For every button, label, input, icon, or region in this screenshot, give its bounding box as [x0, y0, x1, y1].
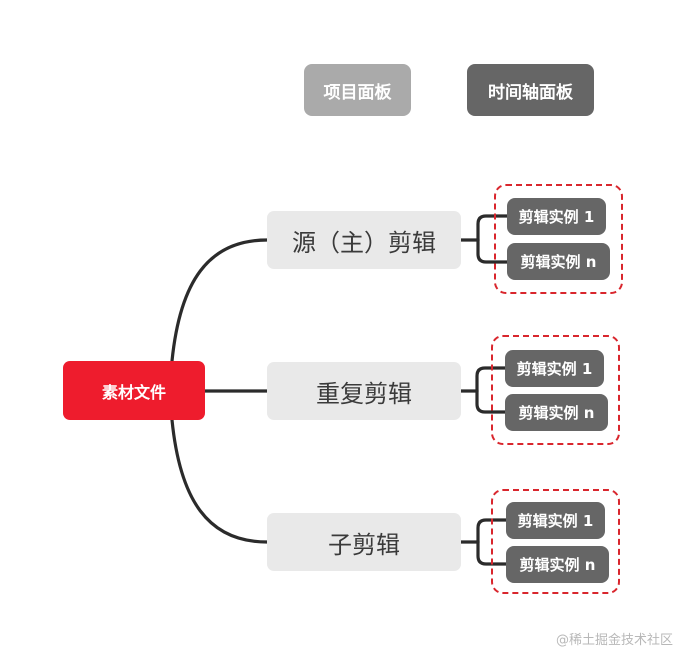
legend-timeline-panel: 时间轴面板: [467, 64, 594, 116]
root-node-source-file: 素材文件: [63, 361, 205, 420]
instance-group-subclip: [491, 489, 620, 594]
instance-group-duplicate: [491, 335, 620, 445]
watermark-text: @稀土掘金技术社区: [555, 633, 673, 648]
clip-node-master: 源（主）剪辑: [267, 211, 461, 269]
clip-instance-duplicate-n: 剪辑实例 n: [505, 394, 608, 431]
clip-instance-subclip-n: 剪辑实例 n: [506, 546, 609, 583]
connector-root-clip-1: [170, 238, 269, 363]
clip-node-duplicate: 重复剪辑: [267, 362, 461, 420]
clip-node-subclip: 子剪辑: [267, 513, 461, 571]
connector-root-clip-3: [170, 418, 269, 544]
clip-instance-master-n: 剪辑实例 n: [507, 243, 610, 280]
legend-project-panel: 项目面板: [304, 64, 411, 116]
clip-instance-master-1: 剪辑实例 1: [507, 198, 606, 235]
clip-instance-duplicate-1: 剪辑实例 1: [505, 350, 604, 387]
instance-group-master: [494, 184, 623, 294]
clip-instance-subclip-1: 剪辑实例 1: [506, 502, 605, 539]
